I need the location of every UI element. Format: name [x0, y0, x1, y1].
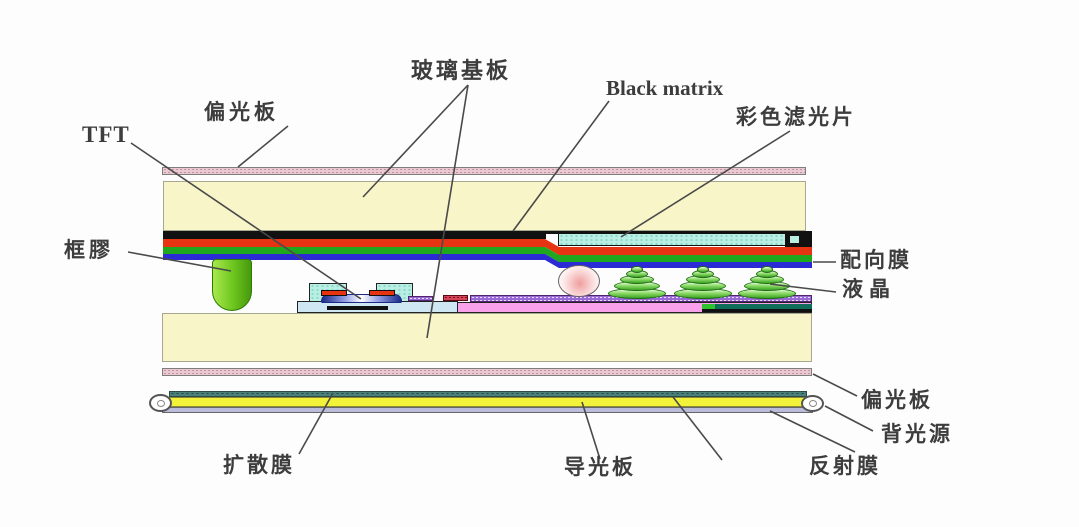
- backlight-lamp-left-core: [157, 400, 165, 407]
- black-matrix-layer-left: [163, 231, 546, 239]
- label-reflector-film: 反射膜: [809, 454, 881, 478]
- label-polarizer-bottom: 偏光板: [861, 388, 933, 412]
- label-color-filter: 彩色滤光片: [736, 105, 856, 129]
- teal-electrode-strip: [702, 304, 812, 309]
- color-filter-right-bit: [790, 236, 799, 243]
- lc-molecule-knob: [631, 266, 643, 273]
- backlight-lamp-right-core: [809, 400, 817, 407]
- tft-ito-small-strip: [408, 296, 433, 301]
- lc-molecule-knob: [697, 266, 709, 273]
- diffuser-film-layer: [169, 391, 807, 397]
- lc-molecule-knob: [761, 266, 773, 273]
- red-contact-block: [443, 295, 468, 301]
- bottom-polarizer-strip: [162, 368, 812, 376]
- label-black-matrix: Black matrix: [606, 76, 724, 100]
- label-alignment-film: 配向膜: [840, 248, 912, 272]
- sealant-cylinder: [212, 259, 252, 311]
- label-tft: TFT: [82, 122, 130, 147]
- green-electrode-cap: [702, 304, 715, 309]
- black-electrode-underline: [702, 309, 812, 312]
- label-diffuser-film: 扩散膜: [223, 453, 295, 477]
- label-liquid-crystal: 液晶: [842, 277, 896, 301]
- tft-electrode-right: [369, 290, 395, 296]
- tft-channel-black-strip: [327, 306, 388, 310]
- label-light-guide-plate: 导光板: [564, 455, 636, 479]
- label-backlight-source: 背光源: [881, 422, 953, 446]
- lower-glass-substrate: [162, 313, 812, 362]
- label-polarizer-top: 偏光板: [204, 100, 279, 124]
- color-filter-strip: [558, 233, 786, 246]
- label-sealant: 框膠: [64, 238, 114, 262]
- upper-glass-substrate: [163, 181, 806, 231]
- label-glass-substrate: 玻璃基板: [411, 58, 512, 83]
- spacer-ball: [558, 265, 600, 297]
- light-guide-plate-layer: [169, 397, 807, 407]
- tft-electrode-left: [321, 290, 347, 296]
- reflector-film-layer: [162, 407, 813, 413]
- top-polarizer-strip: [162, 167, 806, 175]
